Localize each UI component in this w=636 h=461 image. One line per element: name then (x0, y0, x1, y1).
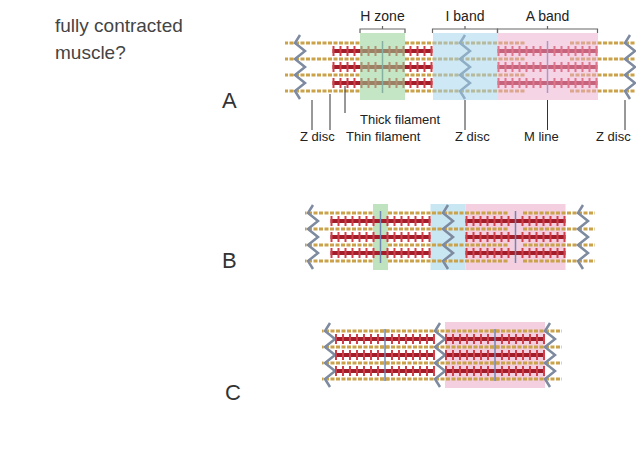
band-region: A band (498, 33, 598, 100)
band-heading: I band (446, 8, 485, 24)
bracket (498, 26, 598, 33)
part-label: Thick filament (360, 112, 440, 127)
band-heading: H zone (360, 8, 404, 24)
bracket (433, 26, 498, 33)
part-label: Z disc (596, 129, 631, 144)
option-letter: B (222, 248, 237, 274)
part-label: Thin filament (346, 129, 420, 144)
leader-line (547, 100, 548, 130)
option-letter: A (222, 88, 237, 114)
leader-line (625, 100, 626, 130)
thick-filament-unit (445, 329, 545, 381)
question-text: fully contracted muscle? (55, 12, 205, 66)
leader-line (465, 100, 466, 130)
band-heading: A band (526, 8, 570, 24)
part-label: M line (524, 129, 559, 144)
bracket (360, 26, 405, 33)
leader-line (345, 86, 346, 113)
part-label: Z disc (455, 129, 490, 144)
thick-filament-unit (331, 211, 431, 263)
band-region: I band (433, 33, 498, 100)
leader-line (330, 94, 331, 130)
thick-filament-unit (466, 211, 566, 263)
band-region: H zone (360, 33, 405, 100)
leader-line (312, 100, 313, 130)
thick-filament-unit (335, 329, 435, 381)
part-label: Z disc (300, 129, 335, 144)
option-letter: C (225, 380, 241, 406)
